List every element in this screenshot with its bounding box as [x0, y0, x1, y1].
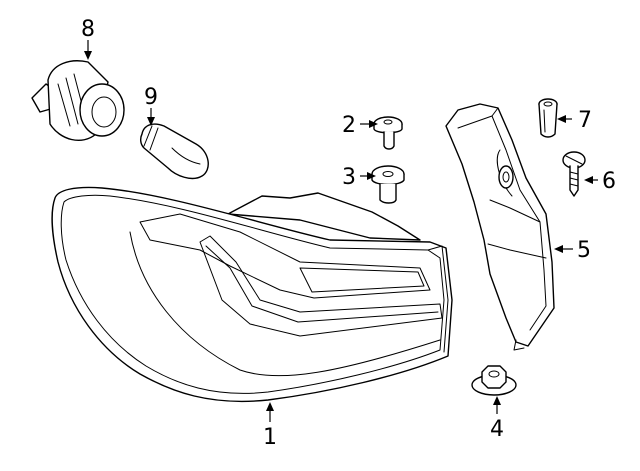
lamp-cover-bracket: [445, 103, 555, 351]
callout-2: 2: [342, 113, 356, 138]
callout-7: 7: [578, 108, 592, 133]
lamp-light-guide-upper: [139, 213, 431, 299]
lamp-housing-top: [227, 192, 421, 241]
grommet: [371, 165, 405, 204]
lamp-light-guide-lower-inner: [205, 245, 439, 323]
callout-4: 4: [490, 417, 504, 442]
bulb: [139, 123, 209, 180]
tail-lamp-assembly: [51, 186, 453, 403]
expansion-clip: [538, 98, 558, 138]
callout-labels: 1 2 3 4 5 6 7 8 9: [81, 17, 616, 450]
lamp-light-guide-lower: [199, 235, 443, 337]
lamp-outer-lens: [51, 186, 453, 403]
callout-6: 6: [602, 169, 616, 194]
lamp-inner-contour: [129, 231, 441, 377]
mounting-pin: [373, 116, 403, 150]
leader-lines: [84, 40, 598, 422]
lamp-end-flange: [427, 245, 449, 353]
callout-3: 3: [342, 165, 356, 190]
callout-5: 5: [577, 238, 591, 263]
callout-9: 9: [144, 85, 158, 110]
lamp-inner-border: [60, 194, 445, 394]
flange-nut: [471, 365, 517, 396]
callout-8: 8: [81, 17, 95, 42]
screw: [562, 151, 586, 197]
callout-1: 1: [263, 425, 277, 450]
lamp-light-guide-upper-inner: [299, 267, 425, 293]
bulb-socket: [31, 60, 125, 142]
